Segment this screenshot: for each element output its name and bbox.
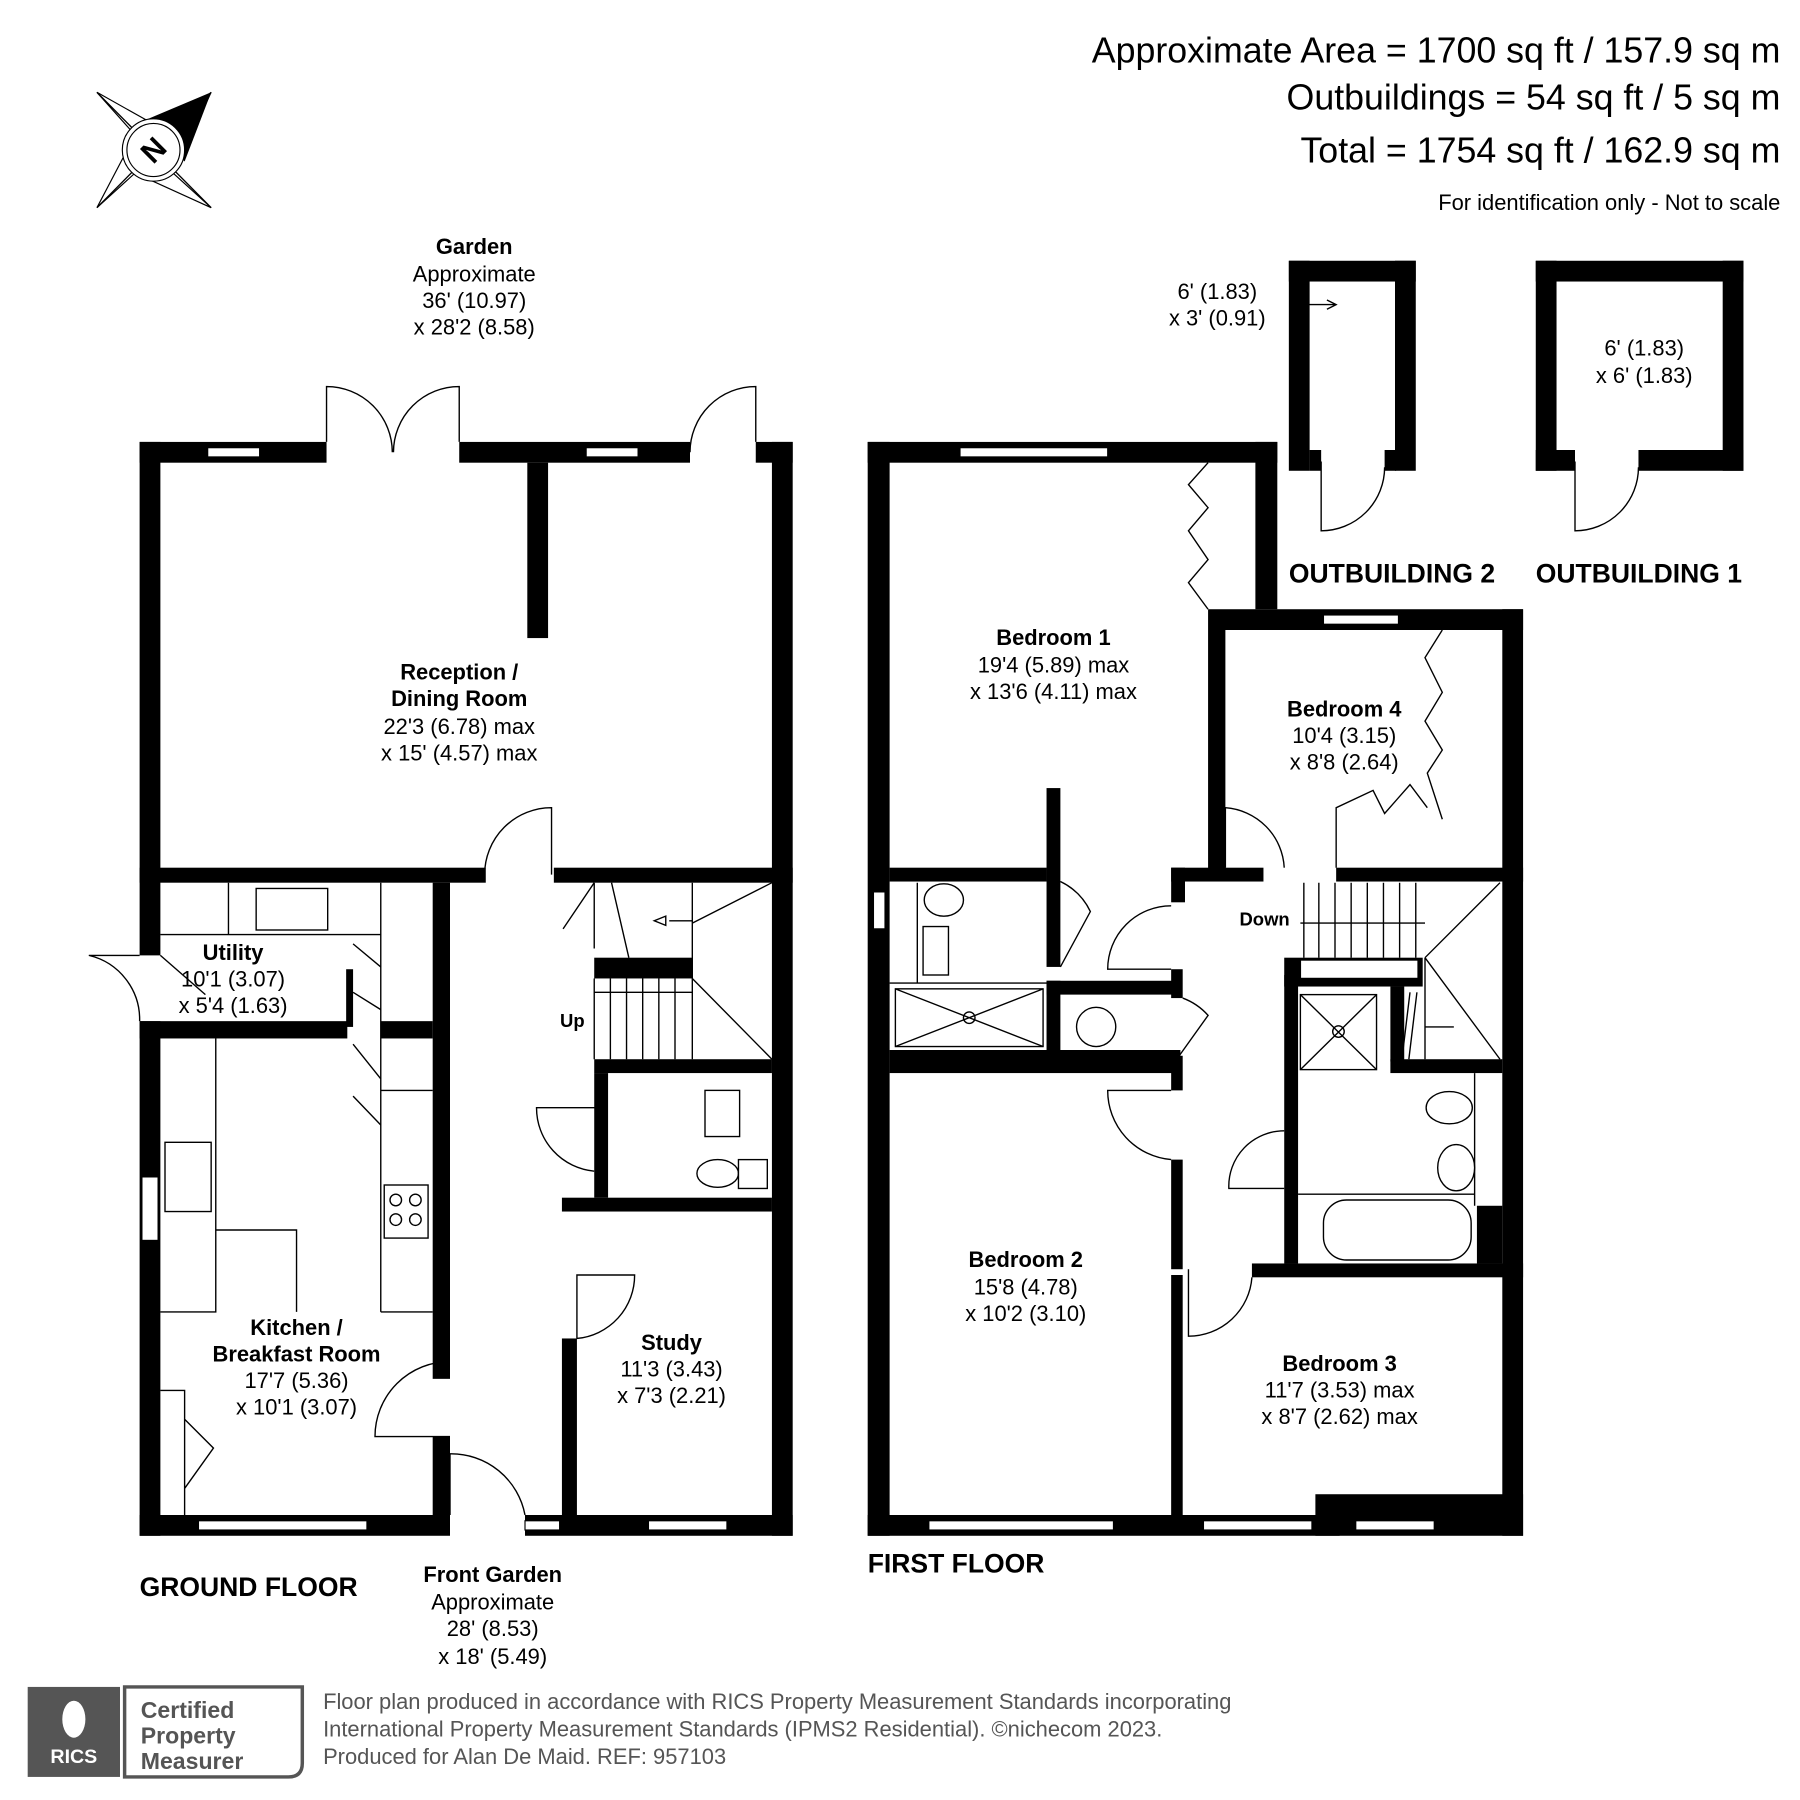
svg-text:x 15' (4.57) max: x 15' (4.57) max [381, 740, 537, 765]
first-floor-title: FIRST FLOOR [868, 1549, 1045, 1579]
svg-text:x 18' (5.49): x 18' (5.49) [438, 1644, 547, 1669]
svg-text:Approximate: Approximate [413, 262, 536, 287]
svg-text:28' (8.53): 28' (8.53) [447, 1616, 539, 1641]
svg-text:10'4 (3.15): 10'4 (3.15) [1292, 723, 1396, 748]
svg-text:11'3 (3.43): 11'3 (3.43) [620, 1357, 722, 1382]
svg-text:Dining Room: Dining Room [391, 686, 527, 711]
room-kitchen: Kitchen / [250, 1315, 343, 1340]
svg-text:Measurer: Measurer [141, 1748, 244, 1774]
svg-text:22'3 (6.78) max: 22'3 (6.78) max [383, 714, 535, 739]
svg-text:Garden: Garden [436, 234, 513, 259]
ground-floor-labels: Garden Approximate 36' (10.97) x 28'2 (8… [140, 234, 726, 1669]
disclaimer: For identification only - Not to scale [1438, 190, 1780, 215]
svg-text:36' (10.97): 36' (10.97) [422, 288, 526, 313]
footer-notes: Floor plan produced in accordance with R… [323, 1689, 1231, 1769]
first-floor-labels: Bedroom 1 19'4 (5.89) max x 13'6 (4.11) … [868, 625, 1418, 1579]
svg-text:Down: Down [1239, 908, 1289, 929]
svg-text:x 6' (1.83): x 6' (1.83) [1596, 363, 1693, 388]
svg-text:10'1 (3.07): 10'1 (3.07) [181, 967, 285, 992]
approx-area: Approximate Area = 1700 sq ft / 157.9 sq… [1092, 30, 1781, 70]
svg-text:Approximate: Approximate [431, 1590, 554, 1615]
svg-text:15'8 (4.78): 15'8 (4.78) [974, 1275, 1078, 1300]
svg-text:Up: Up [560, 1010, 585, 1031]
svg-text:International Property Measure: International Property Measurement Stand… [323, 1717, 1162, 1742]
svg-text:x 3' (0.91): x 3' (0.91) [1169, 305, 1266, 330]
room-bedroom-1: Bedroom 1 [996, 625, 1110, 650]
svg-text:x 13'6 (4.11) max: x 13'6 (4.11) max [970, 679, 1137, 704]
svg-text:Breakfast Room: Breakfast Room [213, 1342, 381, 1367]
svg-text:x 10'1 (3.07): x 10'1 (3.07) [236, 1395, 357, 1420]
room-bedroom-3: Bedroom 3 [1282, 1351, 1396, 1376]
north-compass-icon: N [96, 91, 212, 209]
room-utility: Utility [203, 940, 265, 965]
svg-text:11'7 (3.53) max: 11'7 (3.53) max [1265, 1377, 1415, 1402]
total-area: Total = 1754 sq ft / 162.9 sq m [1300, 131, 1780, 171]
svg-text:Produced for Alan De Maid. R: Produced for Alan De Maid. REF: 957103 [323, 1744, 726, 1769]
svg-text:x 8'7 (2.62) max: x 8'7 (2.62) max [1261, 1404, 1417, 1429]
svg-text:x 5'4 (1.63): x 5'4 (1.63) [179, 993, 288, 1018]
ground-floor-title: GROUND FLOOR [140, 1572, 358, 1602]
svg-text:Front Garden: Front Garden [423, 1562, 562, 1587]
svg-text:6' (1.83): 6' (1.83) [1177, 279, 1257, 304]
svg-text:x 7'3 (2.21): x 7'3 (2.21) [617, 1383, 726, 1408]
svg-text:19'4 (5.89) max: 19'4 (5.89) max [978, 653, 1130, 678]
svg-text:x 10'2 (3.10): x 10'2 (3.10) [965, 1301, 1086, 1326]
svg-text:Floor plan produced in accorda: Floor plan produced in accordance with R… [323, 1689, 1231, 1714]
rics-logo: RICS [50, 1746, 97, 1768]
outbuildings-area: Outbuildings = 54 sq ft / 5 sq m [1287, 78, 1781, 118]
outbuilding-1-title: OUTBUILDING 1 [1536, 559, 1742, 589]
room-study: Study [641, 1330, 703, 1355]
room-bedroom-4: Bedroom 4 [1287, 697, 1402, 722]
ground-floor-walls [88, 385, 793, 1536]
rics-badge: RICS Certified Property Measurer [27, 1685, 305, 1779]
svg-text:x 28'2 (8.58): x 28'2 (8.58) [414, 315, 535, 340]
svg-text:Property: Property [141, 1722, 236, 1748]
outbuilding-2-title: OUTBUILDING 2 [1289, 559, 1495, 589]
first-floor-walls [867, 441, 1524, 1536]
area-summary: Approximate Area = 1700 sq ft / 157.9 sq… [1092, 30, 1781, 215]
outbuilding-2: 6' (1.83) x 3' (0.91) OUTBUILDING 2 [1169, 260, 1495, 589]
svg-text:Certified: Certified [141, 1697, 235, 1723]
svg-text:17'7 (5.36): 17'7 (5.36) [245, 1368, 349, 1393]
room-reception: Reception / [400, 660, 518, 685]
svg-text:x 8'8 (2.64): x 8'8 (2.64) [1290, 750, 1399, 775]
outbuilding-1: 6' (1.83) x 6' (1.83) OUTBUILDING 1 [1535, 260, 1744, 589]
svg-text:6' (1.83): 6' (1.83) [1604, 335, 1684, 360]
room-bedroom-2: Bedroom 2 [969, 1247, 1083, 1272]
